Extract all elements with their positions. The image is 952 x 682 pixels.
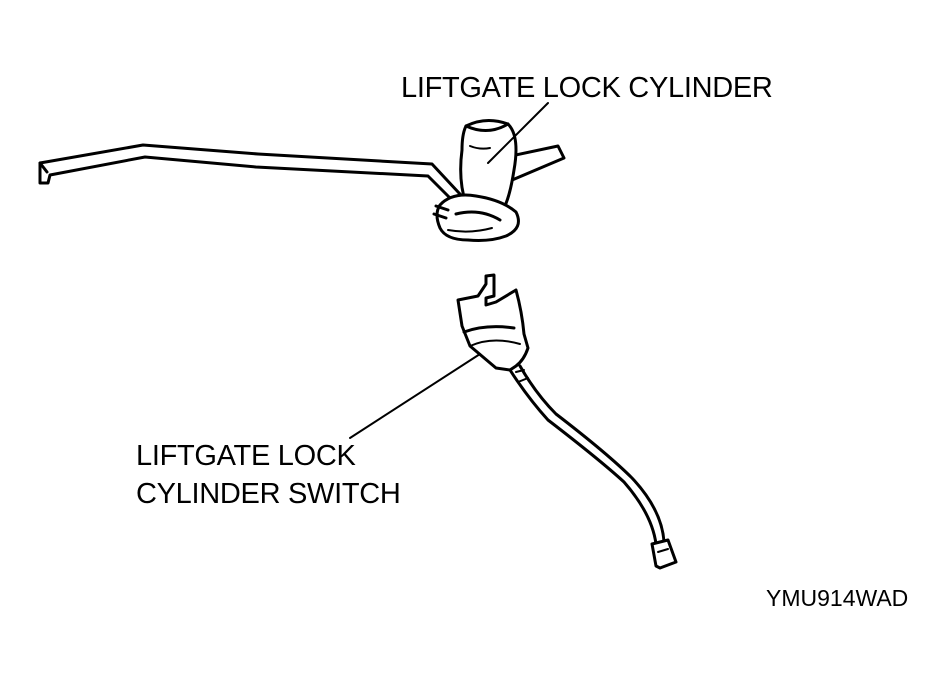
- figure-code: YMU914WAD: [766, 585, 909, 611]
- lock-cylinder-switch: [456, 273, 678, 570]
- lock-cylinder-label: LIFTGATE LOCK CYLINDER: [401, 72, 773, 104]
- lock-cylinder: [432, 119, 566, 242]
- lock-cylinder-switch-label-line-2: CYLINDER SWITCH: [136, 478, 401, 510]
- lock-rod: [38, 143, 488, 230]
- lock-cylinder-switch-leader: [349, 353, 481, 439]
- lock-cylinder-leader: [487, 102, 549, 164]
- lock-cylinder-switch-label-line-1: LIFTGATE LOCK: [136, 440, 356, 472]
